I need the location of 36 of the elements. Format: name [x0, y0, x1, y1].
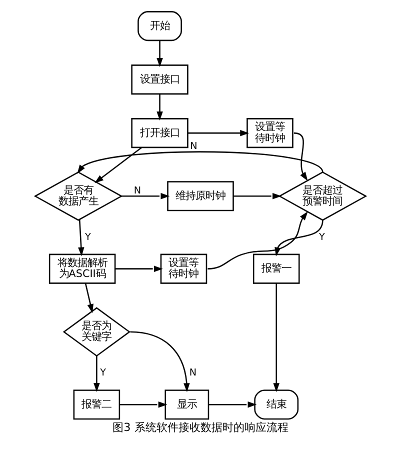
caption: 图3 系统软件接收数据时的响应流程	[112, 421, 288, 434]
arrow	[272, 283, 279, 392]
node-diamond: 是否有数据产生	[33, 171, 122, 221]
edge-label: N	[133, 185, 141, 196]
arrow	[94, 147, 142, 184]
node-diamond: 是否为关键字	[62, 307, 130, 357]
arrow	[187, 130, 249, 136]
node-box: 开始	[137, 11, 182, 42]
arrow	[232, 193, 281, 200]
node-box: 报警二	[72, 390, 120, 420]
edge-label: N	[190, 141, 197, 152]
arrow	[84, 283, 93, 314]
node-box: 维持原时钟	[166, 181, 234, 212]
node-box: 设置等待时钟	[160, 254, 207, 284]
arrow	[118, 401, 167, 408]
arrow	[120, 193, 170, 200]
arrow	[156, 40, 162, 67]
arrow	[207, 211, 308, 270]
arrow	[93, 356, 100, 392]
node-box: 报警一	[252, 254, 300, 284]
node-box: 设置等待时钟	[246, 118, 293, 148]
node-box: 打开接口	[130, 118, 188, 148]
edge-label: Y	[84, 232, 90, 243]
node-box: 设置接口	[130, 64, 188, 95]
arrow	[156, 94, 162, 120]
arrow	[130, 331, 190, 392]
node-box: 将数据解析为ASCII码	[48, 254, 116, 284]
edge-label: Y	[318, 232, 324, 243]
arrow	[78, 219, 84, 256]
arrow	[76, 151, 323, 174]
arrow	[114, 266, 162, 272]
node-box: 显示	[164, 390, 209, 420]
edge-label: N	[188, 368, 196, 379]
node-box: 结束	[254, 390, 298, 420]
edge-label: Y	[100, 368, 106, 379]
arrow	[208, 401, 256, 408]
